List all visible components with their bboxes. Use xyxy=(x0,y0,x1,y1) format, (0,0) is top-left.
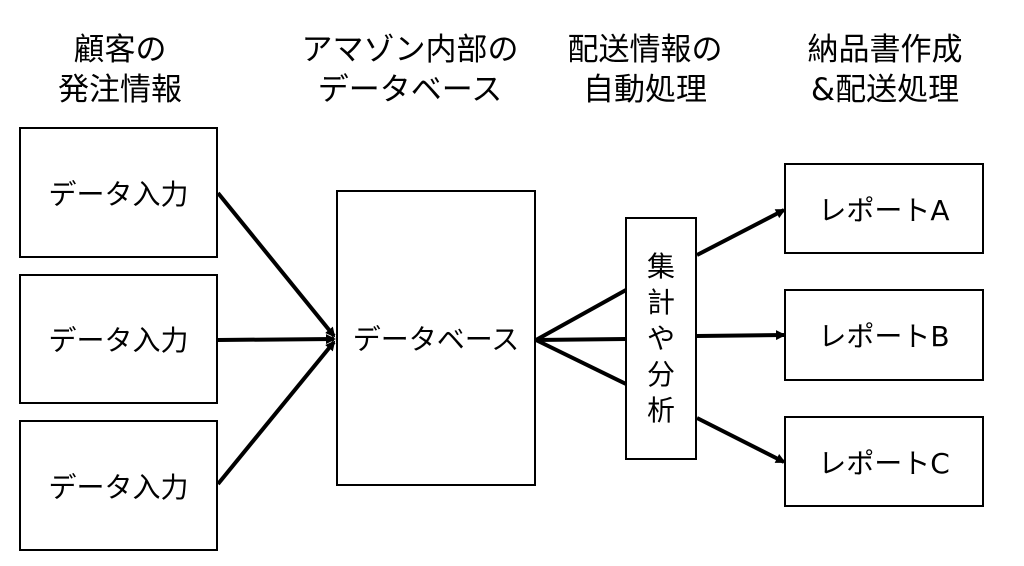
header-invoice-shipping: 納品書作成 &配送処理 xyxy=(790,30,980,110)
analysis-char-1: 集 xyxy=(646,249,675,283)
analysis-box: 集 計 や 分 析 xyxy=(625,217,697,460)
arrow-analysis-to-report-c xyxy=(696,416,786,464)
line-database-to-analysis-bottom xyxy=(535,338,627,386)
analysis-char-2: 計 xyxy=(646,285,675,319)
header-internal-database-line2: データベース xyxy=(317,72,503,108)
header-internal-database-line1: アマゾン内部の xyxy=(301,32,519,68)
input-box-1: データ入力 xyxy=(19,127,218,258)
arrow-input1-to-database xyxy=(216,191,336,338)
input-box-3: データ入力 xyxy=(19,420,218,551)
line-database-to-analysis-mid xyxy=(535,337,627,342)
header-customer-order-line1: 顧客の xyxy=(73,32,167,68)
analysis-char-5: 析 xyxy=(646,393,675,427)
header-customer-order-line2: 発注情報 xyxy=(58,72,182,108)
arrow-input2-to-database xyxy=(217,334,336,345)
report-box-b: レポートB xyxy=(784,289,984,381)
report-box-c: レポートC xyxy=(784,416,984,507)
database-box: データベース xyxy=(336,190,536,486)
arrow-analysis-to-report-b xyxy=(696,330,786,341)
arrow-analysis-to-report-a xyxy=(696,208,786,257)
header-shipping-automation-line1: 配送情報の xyxy=(567,32,723,68)
arrow-input3-to-database xyxy=(216,340,336,486)
header-shipping-automation: 配送情報の 自動処理 xyxy=(555,30,735,110)
header-internal-database: アマゾン内部の データベース xyxy=(280,30,540,110)
header-shipping-automation-line2: 自動処理 xyxy=(583,72,707,108)
header-customer-order: 顧客の 発注情報 xyxy=(20,30,220,110)
report-box-a: レポートA xyxy=(784,163,984,254)
header-invoice-shipping-line2: &配送処理 xyxy=(810,72,960,108)
analysis-char-4: 分 xyxy=(646,357,675,391)
input-box-2: データ入力 xyxy=(19,274,218,404)
analysis-char-3: や xyxy=(646,321,675,355)
line-database-to-analysis-top xyxy=(535,288,627,342)
header-invoice-shipping-line1: 納品書作成 xyxy=(807,32,963,68)
